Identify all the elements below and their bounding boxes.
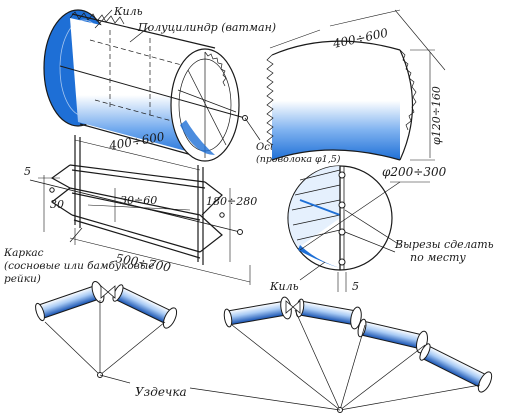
dim-180-280: 180÷280	[206, 195, 257, 208]
bridle-lines	[44, 300, 481, 413]
cell-segment	[223, 296, 292, 328]
label-axis-1: Ось	[256, 142, 275, 153]
bridle-knot	[285, 300, 301, 314]
dim-sheet-diameter: φ120÷160	[430, 86, 443, 145]
label-cutouts-2: по месту	[410, 251, 466, 264]
label-frame-3: рейки)	[4, 273, 41, 285]
label-frame-2: (сосновые или бамбуковые	[4, 260, 155, 272]
dim-30-60: 30÷60	[120, 194, 157, 207]
half-cylinder-sheet	[266, 9, 446, 161]
keel-disc-drawing	[287, 165, 430, 292]
label-frame-1: Каркас	[3, 247, 44, 259]
frame-drawing	[29, 135, 251, 285]
kite-train-left	[35, 280, 178, 329]
dim-disc-diameter: φ200÷300	[382, 165, 447, 179]
label-cutouts-1: Вырезы сделать	[394, 238, 494, 251]
cell-segment	[112, 284, 178, 329]
assembled-cell	[43, 9, 261, 162]
label-axis-2: (проволока φ1,5)	[256, 154, 341, 165]
label-half-cylinder: Полуцилиндр (ватман)	[137, 21, 276, 34]
bridle-knot	[100, 285, 116, 299]
cell-segment	[419, 343, 493, 393]
cell-segment	[35, 280, 105, 322]
label-bridle: Уздечка	[135, 385, 187, 399]
label-keel-top: Киль	[113, 5, 143, 18]
dim-5: 5	[24, 165, 31, 178]
cell-segment	[357, 318, 428, 354]
label-keel-bottom: Киль	[269, 280, 299, 293]
dim-5-bottom: 5	[352, 280, 359, 293]
kite-train-right	[223, 296, 493, 393]
dim-30: 30	[50, 198, 64, 211]
cell-segment	[295, 298, 362, 330]
